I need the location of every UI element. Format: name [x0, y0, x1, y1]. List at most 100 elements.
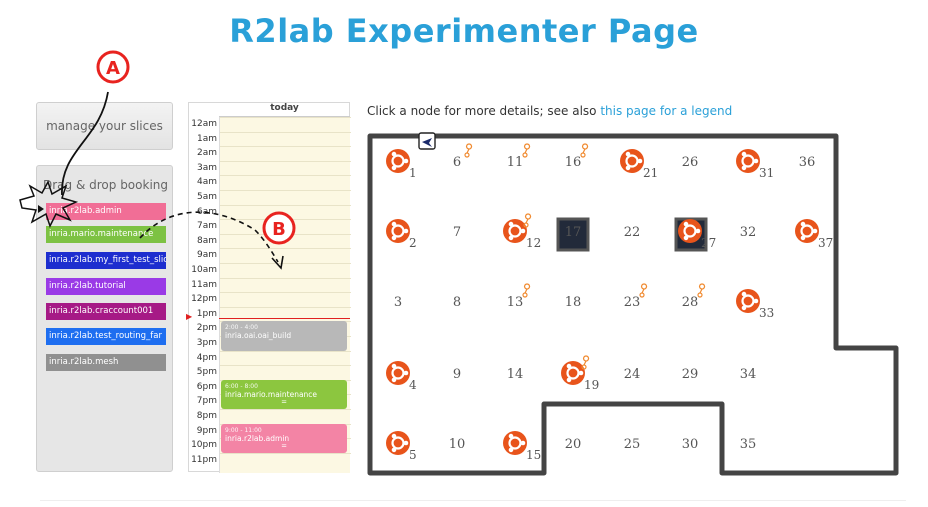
- resize-handle-icon[interactable]: =: [281, 397, 287, 406]
- hour-line: [220, 350, 351, 352]
- slice-item[interactable]: inria.mario.maintenance: [46, 226, 166, 243]
- node-number[interactable]: 1: [409, 166, 417, 180]
- ubuntu-dot: [391, 377, 397, 383]
- ubuntu-dot: [625, 151, 631, 157]
- wifi-antenna: [640, 283, 648, 294]
- wifi-antenna: [523, 283, 531, 294]
- node-number[interactable]: 34: [740, 367, 757, 382]
- calendar-header: today: [219, 103, 350, 117]
- hour-label: 9pm: [196, 425, 217, 436]
- hour-label: 3pm: [196, 338, 217, 348]
- node-number[interactable]: 31: [759, 166, 774, 180]
- node-number[interactable]: 22: [624, 225, 641, 240]
- ubuntu-ring: [625, 154, 639, 168]
- ubuntu-ring: [391, 154, 405, 168]
- ubuntu-dot: [741, 291, 747, 297]
- ubuntu-ring: [508, 436, 522, 450]
- node-number[interactable]: 24: [624, 367, 641, 382]
- ubuntu-dot: [625, 165, 631, 171]
- ubuntu-dot: [753, 298, 759, 304]
- node-number[interactable]: 37: [818, 236, 833, 250]
- ubuntu-dot: [391, 221, 397, 227]
- ubuntu-dot: [800, 221, 806, 227]
- node-number[interactable]: 19: [584, 378, 599, 392]
- node-number[interactable]: 28: [682, 295, 699, 310]
- hour-label: 11pm: [191, 454, 217, 465]
- hour-line: [220, 117, 351, 118]
- node-number[interactable]: 23: [624, 295, 641, 310]
- ubuntu-ring: [391, 366, 405, 380]
- hour-label: 5pm: [196, 367, 217, 378]
- hour-label: 10pm: [191, 440, 217, 451]
- node-number[interactable]: 5: [409, 448, 417, 462]
- resize-handle-icon[interactable]: =: [281, 441, 287, 450]
- hour-label: 8pm: [196, 411, 217, 421]
- node-number[interactable]: 27: [701, 236, 716, 250]
- ubuntu-dot: [508, 447, 514, 453]
- plane-icon: [422, 138, 432, 147]
- node-number[interactable]: 13: [507, 295, 524, 310]
- node-number[interactable]: 18: [565, 295, 582, 310]
- node-number[interactable]: 4: [409, 378, 417, 392]
- node-number[interactable]: 26: [682, 155, 699, 170]
- node-number[interactable]: 25: [624, 437, 641, 452]
- page-title: R2lab Experimenter Page: [229, 12, 699, 50]
- ubuntu-dot: [391, 363, 397, 369]
- slice-item[interactable]: inria.r2lab.mesh: [46, 354, 166, 371]
- node-number[interactable]: 2: [409, 236, 417, 250]
- node-number[interactable]: 7: [453, 225, 461, 240]
- hour-line: [220, 452, 351, 454]
- node-number[interactable]: 29: [682, 367, 699, 382]
- ubuntu-dot: [566, 363, 572, 369]
- ubuntu-dot: [403, 228, 409, 234]
- slice-item[interactable]: inria.r2lab.tutorial: [46, 278, 166, 295]
- room-wall: [367, 133, 899, 476]
- wifi-antenna: [465, 143, 473, 154]
- node-number[interactable]: 12: [526, 236, 541, 250]
- node-number[interactable]: 3: [394, 295, 402, 310]
- node-number[interactable]: 11: [507, 155, 524, 170]
- manage-slices-button[interactable]: manage your slices: [36, 102, 173, 150]
- legend-link[interactable]: this page for a legend: [600, 104, 733, 118]
- slice-item[interactable]: inria.r2lab.craccount001: [46, 303, 166, 320]
- hour-label: 2am: [196, 148, 217, 159]
- ubuntu-ring: [741, 154, 755, 168]
- node-number[interactable]: 21: [643, 166, 658, 180]
- ubuntu-dot: [391, 447, 397, 453]
- ubuntu-ring: [741, 294, 755, 308]
- node-number[interactable]: 35: [740, 437, 757, 452]
- node-number[interactable]: 30: [682, 437, 699, 452]
- node-number[interactable]: 32: [740, 225, 757, 240]
- annotation-a-label: A: [106, 58, 120, 79]
- slice-item[interactable]: inria.r2lab.my_first_test_slice: [46, 252, 166, 269]
- hour-label: 8am: [196, 235, 217, 246]
- node-number[interactable]: 8: [453, 295, 461, 310]
- ubuntu-dot: [520, 440, 526, 446]
- calendar-body[interactable]: [219, 117, 351, 473]
- wifi-antenna: [523, 143, 531, 154]
- wifi-antenna: [582, 355, 590, 366]
- node-number[interactable]: 36: [799, 155, 816, 170]
- node-number[interactable]: 10: [449, 437, 466, 452]
- node-number[interactable]: 14: [507, 367, 524, 382]
- hour-label: 2pm: [196, 323, 217, 334]
- node-number[interactable]: 20: [565, 437, 582, 452]
- node-number[interactable]: 9: [453, 367, 461, 382]
- ubuntu-ring: [566, 366, 580, 380]
- node-number[interactable]: 15: [526, 448, 541, 462]
- node-number[interactable]: 17: [565, 225, 582, 240]
- node-number[interactable]: 16: [565, 155, 582, 170]
- hour-line: [220, 160, 351, 162]
- node-number[interactable]: 33: [759, 306, 774, 320]
- event-time: 9:00 - 11:00: [225, 426, 262, 434]
- hour-line: [220, 175, 351, 177]
- annotation-a-circle: [96, 50, 130, 84]
- node-number[interactable]: 6: [453, 155, 461, 170]
- hour-line: [220, 204, 351, 206]
- slice-item[interactable]: inria.r2lab.test_routing_far: [46, 328, 166, 345]
- slice-item[interactable]: inria.r2lab.admin: [46, 203, 166, 220]
